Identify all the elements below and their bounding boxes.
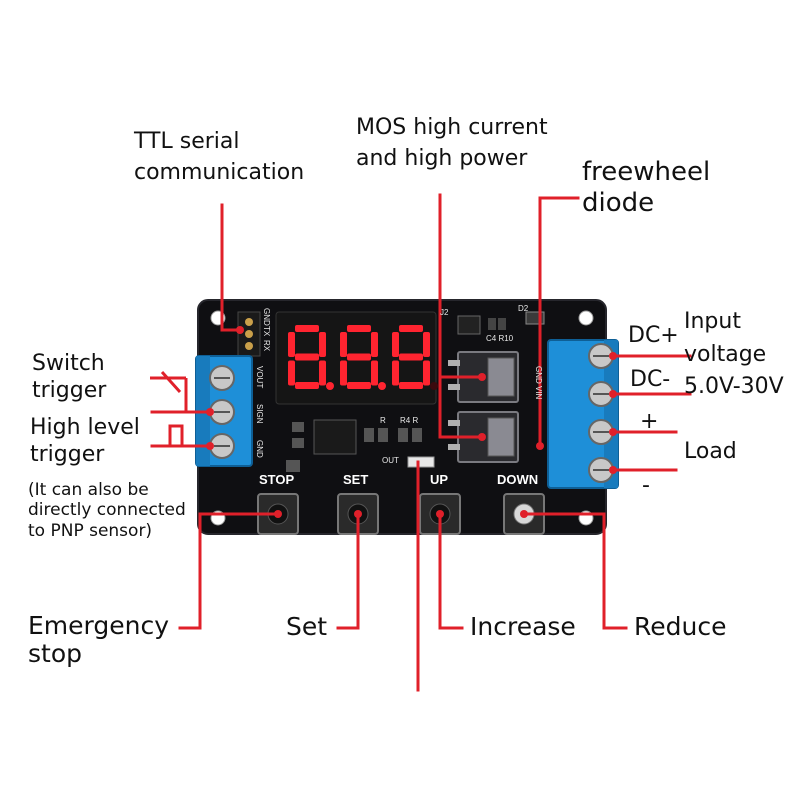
seven-segment-digits bbox=[284, 320, 438, 396]
pcb-label-d2: D2 bbox=[518, 304, 529, 313]
segment-c bbox=[423, 360, 430, 386]
callout-reduce: Reduce bbox=[634, 612, 727, 641]
pcb-label-c4r10: C4 R10 bbox=[486, 334, 514, 343]
segment-d bbox=[399, 382, 423, 389]
segment-d bbox=[295, 382, 319, 389]
pcb-label-r: R bbox=[380, 416, 386, 425]
decimal-point bbox=[326, 382, 334, 390]
pcb-label-gnd: GND bbox=[255, 440, 264, 458]
pcb-label-tx: TX bbox=[262, 326, 271, 337]
smd-component-icon bbox=[488, 318, 496, 330]
callout-dc-minus: DC- bbox=[630, 367, 671, 392]
callout-load-plus: + bbox=[640, 409, 659, 434]
smd-component-icon bbox=[457, 315, 481, 335]
pcb-label-rx: RX bbox=[262, 340, 271, 352]
segment-e bbox=[340, 360, 347, 386]
switch-symbol-icon bbox=[150, 370, 188, 412]
screw-terminal-icon bbox=[195, 355, 253, 467]
segment-b bbox=[319, 332, 326, 357]
segment-c bbox=[371, 360, 378, 386]
decimal-point bbox=[378, 382, 386, 390]
screw-terminal-icon bbox=[547, 339, 619, 489]
segment-b bbox=[423, 332, 430, 357]
smd-component-icon bbox=[286, 460, 300, 472]
mosfet-icon bbox=[448, 351, 519, 403]
callout-emergency-stop: Emergency stop bbox=[28, 611, 170, 668]
smd-component-icon bbox=[292, 422, 304, 432]
pulse-symbol-icon bbox=[160, 424, 192, 448]
pcb-label-down: DOWN bbox=[497, 472, 539, 487]
callout-load: Load bbox=[684, 439, 737, 464]
callout-pnp-note: (It can also be directly connected to PN… bbox=[28, 480, 186, 541]
segment-e bbox=[288, 360, 295, 386]
smd-component-icon bbox=[398, 428, 408, 442]
segment-g bbox=[295, 353, 319, 361]
pcb-label-stop: STOP bbox=[259, 472, 295, 487]
segment-a bbox=[399, 325, 423, 332]
callout-switch-trigger: Switch trigger bbox=[32, 351, 107, 403]
pcb-label-sign: SIGN bbox=[255, 404, 264, 424]
ic-chip-icon bbox=[313, 419, 357, 455]
smd-component-icon bbox=[412, 428, 422, 442]
led-indicator-icon bbox=[407, 456, 435, 468]
segment-f bbox=[340, 332, 347, 357]
decimal-point bbox=[430, 382, 438, 390]
callout-mos: MOS high current and high power bbox=[356, 115, 548, 171]
segment-a bbox=[347, 325, 371, 332]
segment-g bbox=[399, 353, 423, 361]
callout-dc-plus: DC+ bbox=[628, 323, 679, 348]
smd-component-icon bbox=[498, 318, 506, 330]
callout-input-voltage: Input voltage 5.0V-30V bbox=[684, 309, 784, 400]
smd-component-icon bbox=[378, 428, 388, 442]
seven-segment-digit bbox=[340, 325, 386, 390]
pcb-label-vout: VOUT bbox=[255, 366, 264, 389]
segment-g bbox=[347, 353, 371, 361]
callout-ttl: TTL serial communication bbox=[134, 129, 305, 185]
pcb-label-r4r: R4 R bbox=[400, 416, 419, 425]
mounting-hole-icon bbox=[578, 310, 594, 326]
pcb-label-gnd-pin: GND bbox=[262, 308, 271, 326]
leader-lines bbox=[150, 193, 692, 692]
segment-f bbox=[392, 332, 399, 357]
smd-component-icon bbox=[364, 428, 374, 442]
callout-high-level-trigger: High level trigger bbox=[30, 415, 140, 467]
segment-d bbox=[347, 382, 371, 389]
pcb-label-up: UP bbox=[430, 472, 449, 487]
segment-c bbox=[319, 360, 326, 386]
callout-increase: Increase bbox=[470, 612, 576, 641]
pcb-label-gnd-vin: GND VIN bbox=[534, 366, 543, 400]
seven-segment-digit bbox=[392, 325, 438, 390]
callout-load-minus: - bbox=[642, 473, 650, 498]
callout-diode: freewheel diode bbox=[582, 157, 711, 219]
pcb-label-j2: J2 bbox=[440, 308, 449, 317]
segment-f bbox=[288, 332, 295, 357]
pcb-label-out: OUT bbox=[382, 456, 399, 465]
leader-dots bbox=[206, 326, 617, 518]
ttl-header-icon bbox=[237, 311, 261, 357]
pcb-label-set: SET bbox=[343, 472, 369, 487]
seven-segment-digit bbox=[288, 325, 334, 390]
segment-b bbox=[371, 332, 378, 357]
segment-e bbox=[392, 360, 399, 386]
callout-set: Set bbox=[286, 612, 328, 641]
segment-a bbox=[295, 325, 319, 332]
mosfet-icon bbox=[448, 411, 519, 463]
smd-component-icon bbox=[292, 438, 304, 448]
